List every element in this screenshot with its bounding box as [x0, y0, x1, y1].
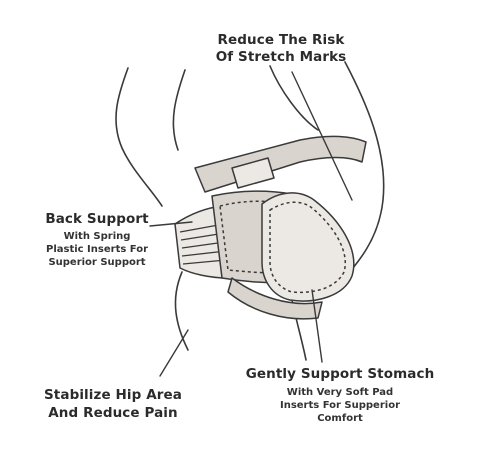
leader-stomach: [311, 289, 323, 363]
hip-contour: [174, 271, 189, 351]
stretch-marks-line-1: Reduce The Risk: [217, 32, 345, 48]
belt-seam: [219, 200, 295, 274]
upper-strap: [194, 135, 367, 193]
chest-contour: [269, 65, 319, 131]
hip-line-2: And Reduce Pain: [48, 405, 178, 422]
hip-line-1: Stabilize Hip Area: [43, 387, 182, 403]
stomach-pad: [261, 192, 355, 302]
stretch-marks-callout: Reduce The Risk Of Stretch Marks: [186, 32, 376, 66]
arm-contour: [172, 69, 186, 151]
back-support-sub-2: Plastic Inserts For: [45, 244, 149, 256]
maternity-belt-illustration: [174, 135, 367, 320]
back-contour: [115, 67, 163, 207]
back-support-title: Back Support: [45, 211, 149, 227]
lower-support: [227, 277, 323, 320]
belly-contour: [331, 61, 385, 293]
hip-callout: Stabilize Hip Area And Reduce Pain: [24, 386, 202, 422]
leader-back: [149, 221, 193, 227]
leader-stretch: [291, 71, 353, 201]
stomach-title: Gently Support Stomach: [245, 366, 435, 382]
leader-lines: [149, 71, 353, 377]
stomach-pad-seam: [269, 201, 346, 294]
leader-hip: [159, 329, 189, 377]
stomach-sub-3: Comfort: [317, 413, 363, 425]
strap-tab: [231, 157, 275, 189]
back-support-sub-1: With Spring: [63, 231, 131, 243]
back-support-sub-3: Superior Support: [48, 257, 146, 269]
back-support-callout: Back Support With Spring Plastic Inserts…: [22, 211, 172, 269]
stomach-sub-1: With Very Soft Pad: [286, 387, 394, 399]
stomach-callout: Gently Support Stomach With Very Soft Pa…: [231, 366, 449, 425]
stretch-marks-line-2: Of Stretch Marks: [215, 48, 347, 65]
stomach-sub-2: Inserts For Supperior: [279, 400, 400, 412]
torso-outline: [115, 61, 385, 361]
